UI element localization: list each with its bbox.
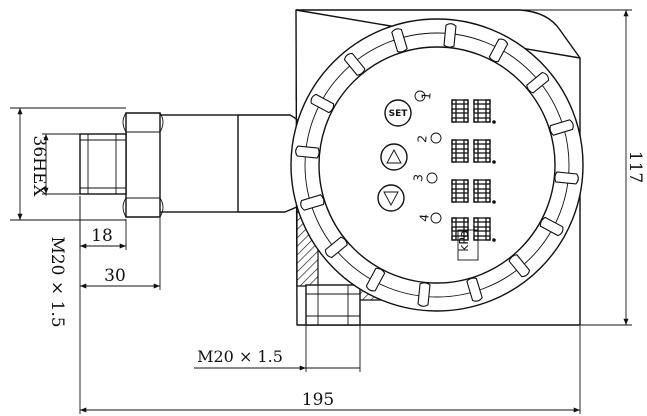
channel-label-1: 1 (419, 91, 434, 100)
dimension-thread-left: M20 × 1.5 (42, 133, 80, 328)
decimal-point-icon (492, 120, 496, 124)
cover-rib (488, 38, 509, 63)
cover-rib (310, 93, 335, 114)
channel-label-2: 2 (415, 134, 430, 143)
cover-rib (554, 171, 579, 185)
seven-segment-display (451, 99, 496, 242)
dimension-label-thread-left: M20 × 1.5 (47, 236, 67, 327)
unit-label: kPo (457, 230, 471, 251)
dimension-30: 30 (80, 218, 161, 290)
decimal-point-icon (492, 238, 496, 242)
set-button-label: SET (389, 109, 409, 119)
cover-rib (365, 267, 386, 292)
cover-rib (391, 28, 408, 53)
seven-segment-digit-icon (451, 99, 469, 123)
dimension-195: 195 (79, 196, 581, 414)
led-indicator-2: 2 (415, 132, 442, 144)
set-button[interactable]: SET (384, 99, 412, 127)
cover-rib (539, 216, 564, 237)
cover-rib (508, 254, 531, 278)
cover-rib (343, 52, 366, 76)
dimension-label-18: 18 (91, 226, 113, 246)
seven-segment-digit-icon (451, 139, 469, 163)
up-arrow-button[interactable] (380, 143, 408, 171)
dimension-label-thread-bottom: M20 × 1.5 (197, 347, 283, 366)
round-cover (290, 18, 584, 312)
cover-rib (295, 145, 320, 159)
cover-rib (549, 119, 574, 136)
dimension-18: 18 (79, 196, 127, 250)
cover-rib (324, 236, 348, 259)
channel-label-3: 3 (411, 173, 426, 182)
decimal-point-icon (492, 200, 496, 204)
led-indicator-1: 1 (414, 90, 434, 102)
unit-label-box: kPo (457, 229, 479, 261)
down-arrow-icon (383, 191, 399, 206)
led-indicator-4: 4 (417, 212, 442, 224)
cover-rib (417, 282, 431, 307)
seven-segment-digit-icon (451, 179, 469, 203)
dimension-label-30: 30 (104, 266, 126, 286)
dimension-label-195: 195 (302, 390, 334, 410)
seven-segment-digit-icon (473, 99, 491, 123)
led-indicator-3: 3 (411, 172, 438, 184)
seven-segment-digit-icon (473, 139, 491, 163)
seven-segment-digit-icon (473, 217, 491, 241)
dimension-label-117: 117 (625, 151, 645, 183)
display-panel: SET 1 2 3 4 (377, 90, 496, 261)
dimension-thread-bottom: M20 × 1.5 (194, 326, 361, 372)
channel-label-4: 4 (417, 213, 432, 222)
decimal-point-icon (492, 160, 496, 164)
cover-rib (466, 277, 483, 302)
seven-segment-digit-icon (473, 179, 491, 203)
down-arrow-button[interactable] (377, 184, 405, 212)
pressure-fitting (79, 112, 311, 218)
cover-rib (443, 23, 457, 48)
up-arrow-icon (386, 149, 402, 164)
cover-rib (526, 71, 550, 94)
seven-segment-digit-icon (451, 217, 469, 241)
cover-rib (300, 194, 325, 211)
dimension-117: 117 (520, 9, 645, 326)
